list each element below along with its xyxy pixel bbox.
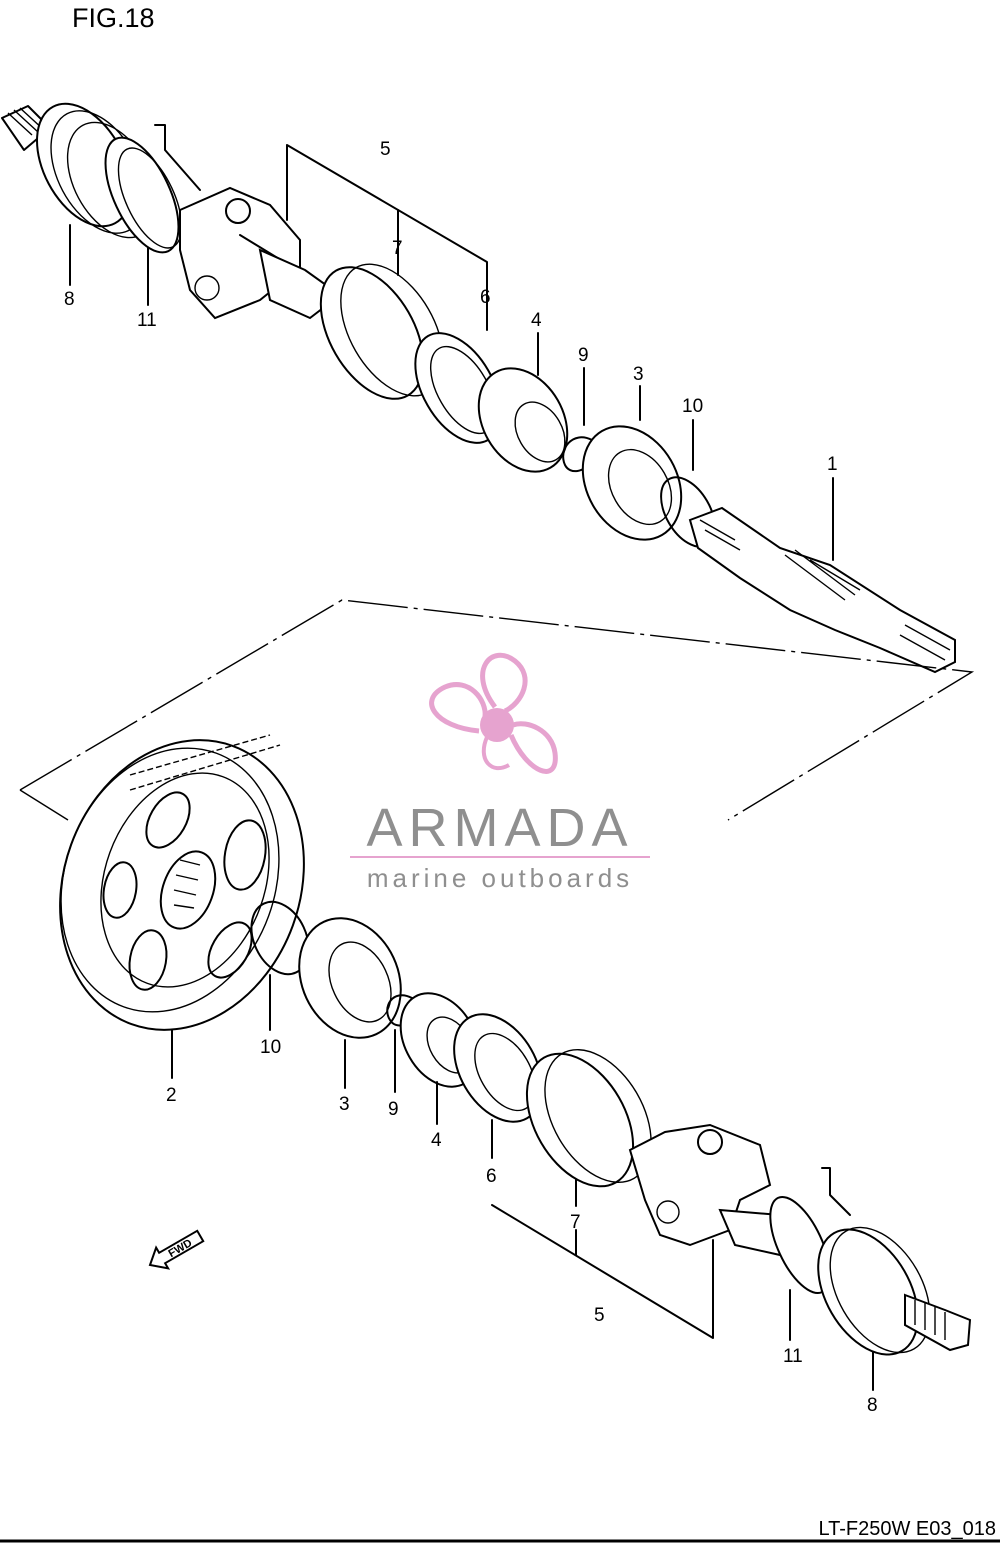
upper-universal-joint: [179, 186, 342, 320]
callout-lower-5: 5: [594, 1305, 605, 1326]
upper-part-3-bearing: [581, 425, 683, 541]
callout-lower-9: 9: [388, 1099, 399, 1120]
callout-upper-11: 11: [137, 310, 157, 331]
callout-lower-8: 8: [867, 1395, 878, 1416]
callout-lower-2: 2: [166, 1085, 177, 1106]
callout-upper-8: 8: [64, 289, 75, 310]
callout-upper-9: 9: [578, 345, 589, 366]
propeller-icon: [429, 652, 558, 774]
callout-upper-3: 3: [633, 364, 644, 385]
figure-title: FIG.18: [72, 3, 155, 33]
assembly-boundary: [19, 599, 975, 821]
lower-callout-lines: [171, 974, 874, 1391]
brand-tagline: marine outboards: [367, 863, 633, 893]
armada-watermark: ARMADA marine outboards: [350, 652, 650, 893]
callout-upper-10: 10: [682, 396, 703, 417]
upper-part-1-shaft: [688, 506, 956, 674]
callout-lower-7: 7: [570, 1212, 581, 1233]
lower-part-10-snap-ring: [250, 900, 310, 976]
lower-part-6-ring: [453, 1013, 543, 1123]
lower-part-8-threaded-end: [817, 1226, 972, 1356]
callout-lower-10: 10: [260, 1037, 281, 1058]
upper-callout-lines: [69, 144, 834, 561]
figure-code: LT-F250W E03_018: [818, 1518, 996, 1540]
arrow-forward-icon: [148, 1229, 205, 1270]
callout-lower-11: 11: [783, 1346, 803, 1367]
callout-lower-6: 6: [486, 1166, 497, 1187]
callout-lower-4: 4: [431, 1130, 442, 1151]
upper-part-4-seal: [477, 367, 569, 473]
callout-upper-7: 7: [392, 238, 403, 259]
lower-assembly: [59, 734, 972, 1356]
lower-part-3-bearing: [298, 917, 402, 1039]
upper-callouts: 5 7 6 8 11 4 9 3 10 1: [64, 139, 838, 475]
upper-assembly: [1, 102, 956, 674]
fwd-direction-marker: FWD: [148, 1229, 205, 1270]
fwd-label: FWD: [167, 1237, 195, 1260]
callout-upper-6: 6: [480, 287, 491, 308]
upper-part-11-boot: [104, 124, 201, 254]
callout-upper-5: 5: [380, 139, 391, 160]
brand-name: ARMADA: [366, 798, 633, 858]
callout-lower-3: 3: [339, 1094, 350, 1115]
callout-upper-4: 4: [531, 310, 542, 331]
lower-part-2-gear: [59, 734, 305, 1031]
lower-callouts: 2 10 3 9 4 6 7 5 11 8: [166, 1037, 878, 1416]
callout-upper-1: 1: [827, 454, 838, 475]
